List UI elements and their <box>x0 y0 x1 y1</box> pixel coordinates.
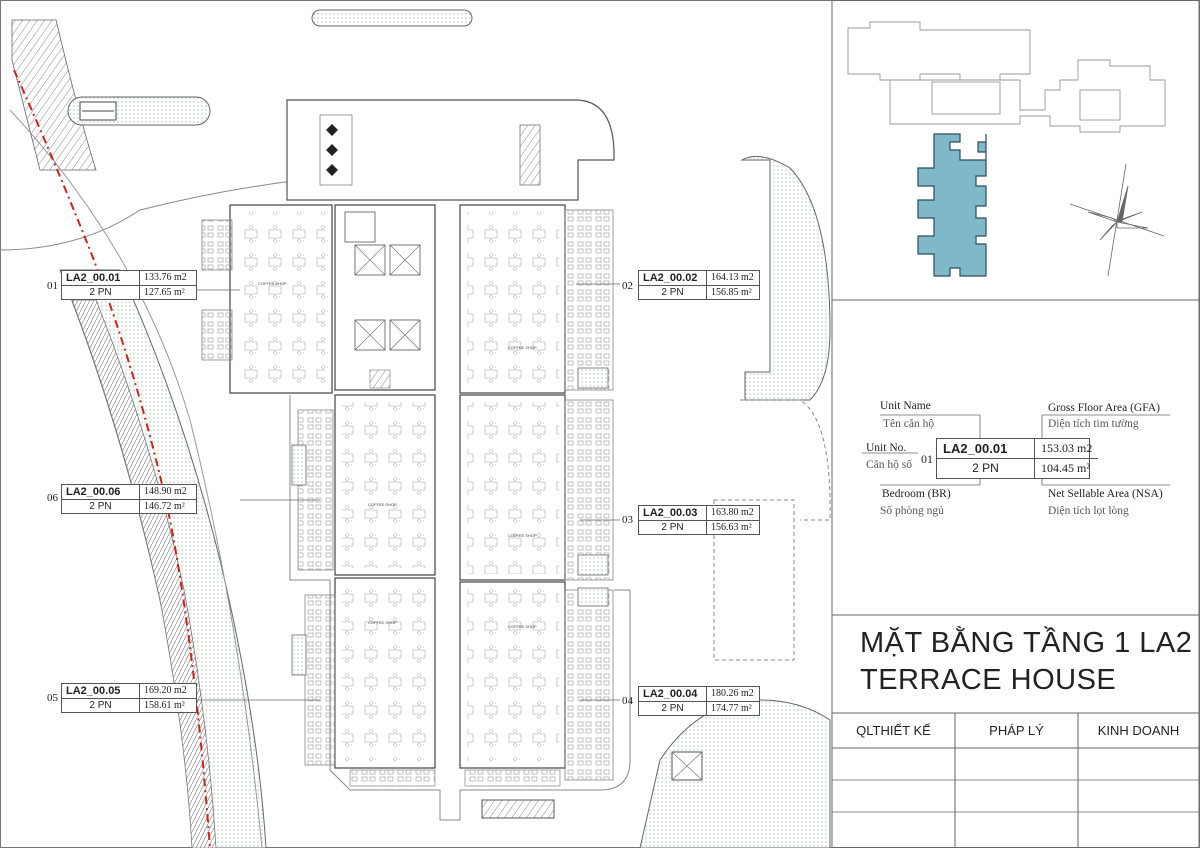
unit-nsa: 174.77 m² <box>711 703 752 714</box>
room-label: COFFEE SHOP <box>368 502 397 507</box>
room-label: COFFEE SHOP <box>508 624 537 629</box>
unit-gfa: 133.76 m2 <box>140 271 196 286</box>
legend-sample-number: 01 <box>921 452 933 466</box>
unit-number: 02 <box>622 280 633 292</box>
unit-nsa: 156.63 m² <box>711 522 752 533</box>
legend-bedroom: Bedroom (BR) <box>882 488 951 500</box>
dept-sales: KINH DOANH <box>1097 723 1180 738</box>
unit-bedrooms: 2 PN <box>62 500 140 513</box>
unit-nsa: 127.65 m² <box>144 287 185 298</box>
unit-gfa: 148.90 m2 <box>140 485 196 500</box>
unit-gfa: 163.80 m2 <box>707 506 759 521</box>
room-label: COFFEE SHOP <box>368 620 397 625</box>
unit-bedrooms: 2 PN <box>639 521 707 534</box>
unit-code: LA2_00.04 <box>639 687 707 702</box>
unit-code: LA2_00.06 <box>62 485 140 500</box>
drawing-title-line2: TERRACE HOUSE <box>860 664 1117 696</box>
legend-sample-tag: LA2_00.01 153.03 m2 2 PN 104.45 m² <box>936 438 1099 479</box>
room-label: COFFEE SHOP <box>258 281 287 286</box>
drawing-title-line1: MẶT BẰNG TẦNG 1 LA2 <box>860 627 1193 659</box>
dept-legal: PHÁP LÝ <box>989 723 1044 738</box>
legend-sample-nsa: 104.45 m² <box>1041 461 1090 475</box>
legend-sample-code: LA2_00.01 <box>937 439 1035 459</box>
unit-number: 06 <box>47 492 58 504</box>
unit-bedrooms: 2 PN <box>62 699 140 712</box>
unit-nsa: 156.85 m² <box>711 287 752 298</box>
legend-nsa: Net Sellable Area (NSA) <box>1048 488 1163 500</box>
legend-bedroom-vi: Số phòng ngủ <box>880 505 944 517</box>
legend-unit-name: Unit Name <box>880 400 931 412</box>
unit-bedrooms: 2 PN <box>62 286 140 299</box>
legend-nsa-vi: Diện tích lọt lòng <box>1048 505 1129 517</box>
unit-tag-01[interactable]: LA2_00.01 133.76 m2 2 PN 127.65 m² <box>61 270 197 300</box>
legend-unit-name-vi: Tên căn hộ <box>883 418 935 430</box>
room-label: COFFEE SHOP <box>508 533 537 538</box>
unit-tag-05[interactable]: LA2_00.05 169.20 m2 2 PN 158.61 m² <box>61 683 197 713</box>
legend-sample-bedrooms: 2 PN <box>937 459 1035 478</box>
unit-bedrooms: 2 PN <box>639 702 707 715</box>
unit-tag-06[interactable]: LA2_00.06 148.90 m2 2 PN 146.72 m² <box>61 484 197 514</box>
legend-unit-no: Unit No. <box>866 442 907 454</box>
unit-gfa: 180.26 m2 <box>707 687 759 702</box>
unit-nsa: 158.61 m² <box>144 700 185 711</box>
legend-sample-gfa: 153.03 m2 <box>1035 439 1099 459</box>
unit-code: LA2_00.05 <box>62 684 140 699</box>
unit-nsa: 146.72 m² <box>144 501 185 512</box>
legend-unit-no-vi: Căn hộ số <box>866 459 912 471</box>
unit-number: 01 <box>47 280 58 292</box>
unit-number: 05 <box>47 692 58 704</box>
unit-number: 03 <box>622 514 633 526</box>
unit-code: LA2_00.03 <box>639 506 707 521</box>
unit-bedrooms: 2 PN <box>639 286 707 299</box>
unit-gfa: 169.20 m2 <box>140 684 196 699</box>
legend-gfa-vi: Diện tích tim tường <box>1048 418 1139 430</box>
unit-number: 04 <box>622 695 633 707</box>
room-label: COFFEE SHOP <box>508 345 537 350</box>
legend-gfa: Gross Floor Area (GFA) <box>1048 402 1160 414</box>
unit-tag-03[interactable]: LA2_00.03 163.80 m2 2 PN 156.63 m² <box>638 505 760 535</box>
unit-code: LA2_00.01 <box>62 271 140 286</box>
unit-tag-04[interactable]: LA2_00.04 180.26 m2 2 PN 174.77 m² <box>638 686 760 716</box>
dept-design: QLTHIẾT KẾ <box>856 723 931 738</box>
unit-gfa: 164.13 m2 <box>707 271 759 286</box>
unit-tag-02[interactable]: LA2_00.02 164.13 m2 2 PN 156.85 m² <box>638 270 760 300</box>
unit-code: LA2_00.02 <box>639 271 707 286</box>
